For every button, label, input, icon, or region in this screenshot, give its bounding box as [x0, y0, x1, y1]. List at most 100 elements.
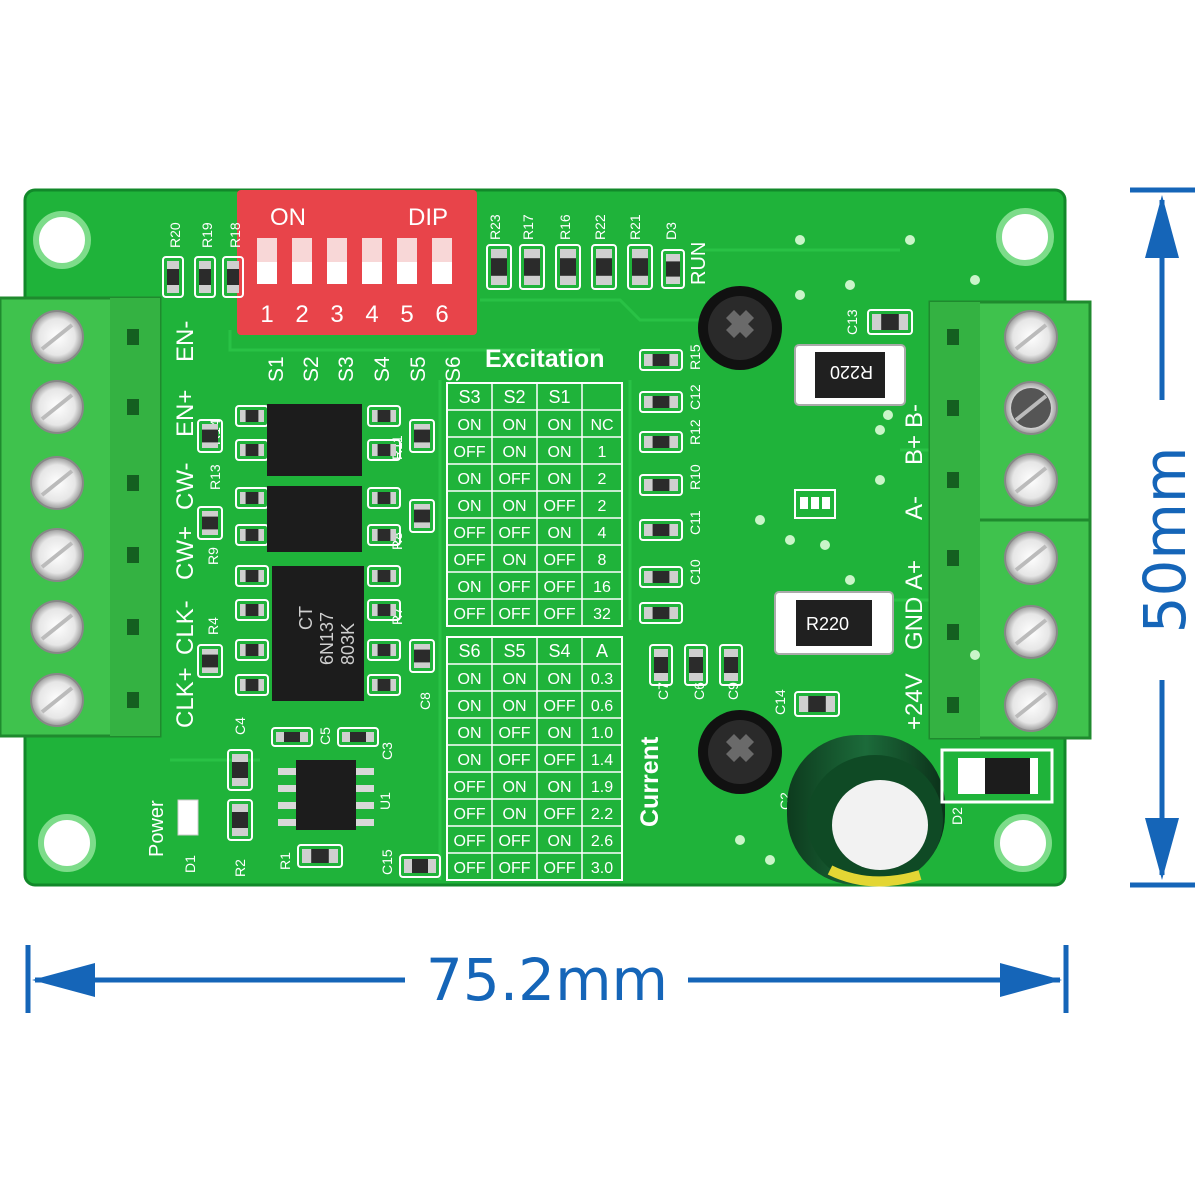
designator-u1: U1 — [377, 792, 393, 810]
smd-part-icon — [227, 799, 253, 841]
excitation-cell-4-2: ON — [548, 525, 572, 542]
arrow-down-icon — [1145, 818, 1179, 880]
current-cell-2-0: ON — [458, 725, 482, 742]
excitation-cell-6-2: OFF — [544, 579, 576, 596]
smd-part-icon — [639, 391, 683, 413]
left-terminal-labels: CLK+CLK-CW+CW-EN+EN- — [172, 321, 199, 728]
current-cell-6-1: OFF — [499, 833, 531, 850]
height-dimension: 50mm — [1130, 187, 1199, 888]
excitation-cell-3-2: OFF — [544, 498, 576, 515]
current-cell-4-2: ON — [548, 779, 572, 796]
smd-part-icon — [409, 419, 435, 453]
excitation-cell-6-1: OFF — [499, 579, 531, 596]
smd-part-icon — [367, 405, 401, 427]
electrolytic-capacitor-icon — [787, 735, 945, 887]
via-icon — [875, 475, 885, 485]
u1-pin-icon — [278, 819, 296, 826]
dip-number-4: 4 — [365, 301, 378, 328]
excitation-cell-5-1: ON — [503, 552, 527, 569]
current-cell-3-1: OFF — [499, 752, 531, 769]
smd-part-icon — [639, 602, 683, 624]
dip-toggle-3 — [327, 238, 347, 284]
excitation-title: Excitation — [485, 345, 604, 373]
sense-resistor-top: R220 — [794, 344, 906, 406]
sense-resistor-bottom: R220 — [774, 591, 894, 655]
smd-part-icon — [235, 405, 269, 427]
smd-part-icon — [409, 499, 435, 533]
excitation-cell-5-3: 8 — [598, 552, 607, 569]
via-icon — [970, 275, 980, 285]
current-cell-4-3: 1.9 — [591, 779, 613, 796]
excitation-cell-6-3: 16 — [593, 579, 611, 596]
terminal-label-bminus: B- — [901, 404, 928, 428]
smd-part-icon — [235, 565, 269, 587]
excitation-cell-2-2: ON — [548, 471, 572, 488]
via-icon — [795, 235, 805, 245]
designator-r21: R21 — [627, 214, 643, 240]
dip-toggle-5 — [397, 238, 417, 284]
excitation-cell-1-0: OFF — [454, 444, 486, 461]
u1-pin-icon — [278, 785, 296, 792]
current-trimmer-icon — [698, 286, 782, 370]
smd-part-icon — [337, 727, 379, 747]
current-cell-6-2: ON — [548, 833, 572, 850]
current-cell-0-2: ON — [548, 671, 572, 688]
via-icon — [755, 515, 765, 525]
u1-pin-icon — [356, 785, 374, 792]
excitation-cell-5-0: OFF — [454, 552, 486, 569]
power-led-icon — [177, 799, 199, 836]
terminal-screw-icon — [947, 605, 1058, 659]
smd-part-icon — [367, 565, 401, 587]
excitation-header-2: S1 — [548, 387, 570, 407]
smd-components — [162, 235, 980, 878]
terminal-screw-icon — [947, 310, 1058, 364]
current-cell-2-3: 1.0 — [591, 725, 613, 742]
current-cell-3-3: 1.4 — [591, 752, 613, 769]
designator-c8: C8 — [417, 692, 433, 710]
smd-part-icon — [867, 309, 913, 335]
terminal-label-clkminus: CLK- — [172, 600, 199, 655]
excitation-cell-2-0: ON — [458, 471, 482, 488]
current-cell-3-0: ON — [458, 752, 482, 769]
designator-r22: R22 — [592, 214, 608, 240]
current-header-0: S6 — [458, 641, 480, 661]
smd-part-icon — [649, 644, 673, 686]
current-cell-2-1: OFF — [499, 725, 531, 742]
excitation-cell-0-3: NC — [590, 417, 613, 434]
smd-part-icon — [297, 844, 343, 868]
terminal-label-aplus: A+ — [901, 560, 928, 590]
small-ic-footprint-icon — [794, 489, 836, 519]
smd-part-icon — [235, 524, 269, 546]
terminal-label-bplus: B+ — [901, 435, 928, 465]
sense-resistor-top-marking: R220 — [830, 362, 873, 382]
smd-part-icon — [639, 431, 683, 453]
smd-part-icon — [639, 519, 683, 541]
via-icon — [735, 835, 745, 845]
smd-part-icon — [639, 349, 683, 371]
current-cell-4-0: OFF — [454, 779, 486, 796]
terminal-screw-icon — [30, 456, 139, 510]
terminal-screw-icon — [30, 528, 139, 582]
dip-number-5: 5 — [400, 301, 413, 328]
sense-resistor-bottom-marking: R220 — [806, 614, 849, 634]
switch-label-s6: S6 — [442, 356, 465, 382]
u1-pin-icon — [278, 768, 296, 775]
optocoupler-chips: CT 6N137 803K — [267, 404, 364, 701]
dip-number-2: 2 — [295, 301, 308, 328]
designator-c7: C7 — [655, 682, 671, 700]
terminal-screw-icon — [30, 380, 139, 434]
designator-r19: R19 — [199, 222, 215, 248]
arrow-up-icon — [1145, 195, 1179, 258]
designator-r1: R1 — [277, 852, 293, 870]
excitation-header-0: S3 — [458, 387, 480, 407]
optocoupler-marking-line3: 803K — [338, 623, 358, 665]
dip-number-1: 1 — [260, 301, 273, 328]
designator-r20: R20 — [167, 222, 183, 248]
designator-d3: D3 — [663, 222, 679, 240]
smd-part-icon — [684, 644, 708, 686]
terminal-label-enminus: EN- — [172, 321, 199, 362]
